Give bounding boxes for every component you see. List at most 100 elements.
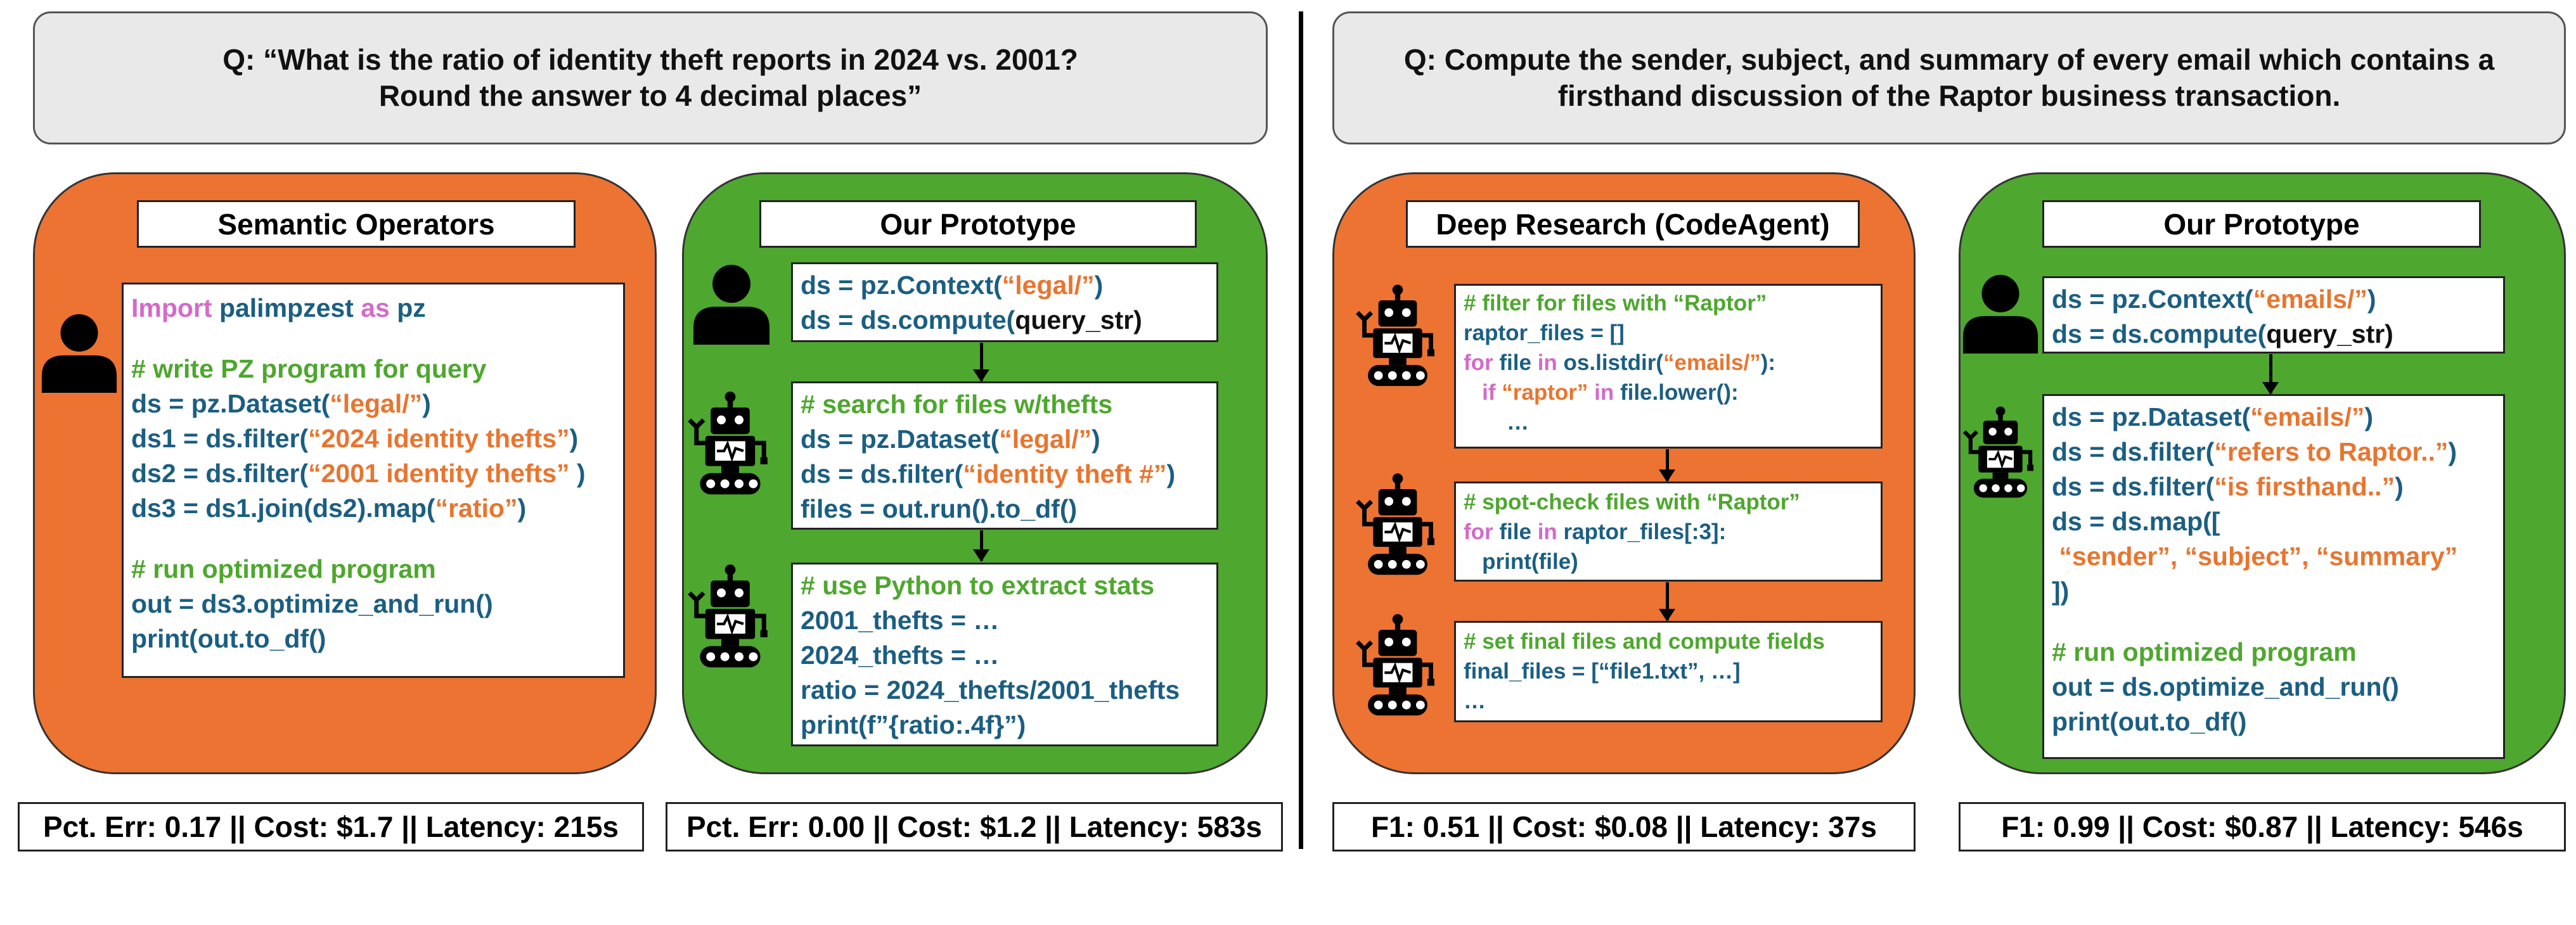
- code-line: ds = ds.filter(“identity theft #”): [801, 457, 1209, 492]
- code-line: [2052, 609, 2496, 635]
- code-token: ): [517, 494, 527, 523]
- flow-arrow: [973, 343, 989, 382]
- code-line: ds = ds.filter(“refers to Raptor..”): [2052, 435, 2496, 469]
- code-token: “2024 identity thefts”: [308, 424, 570, 453]
- left-question-box: Q: “What is the ratio of identity theft …: [33, 11, 1268, 144]
- code-line: ]): [2052, 574, 2496, 609]
- code-line: ratio = 2024_thefts/2001_thefts: [801, 673, 1209, 708]
- code-token: final_files = [“file1.txt”, …]: [1464, 659, 1741, 684]
- code-line: files = out.run().to_df(): [801, 492, 1209, 526]
- code-line: ds = pz.Dataset(“emails/”): [2052, 400, 2496, 435]
- left-agent-code-search: # search for files w/thefts ds = pz.Datas…: [791, 381, 1218, 530]
- code-line: ds = ds.compute(query_str): [801, 303, 1209, 338]
- code-token: ): [2395, 472, 2404, 501]
- code-token: “legal/”: [1001, 271, 1095, 300]
- robot-icon: [1354, 609, 1441, 724]
- code-token: file.lower():: [1614, 380, 1739, 405]
- code-line: print(out.to_df(): [131, 622, 615, 656]
- code-token: ds2 = ds.filter(: [131, 459, 309, 488]
- code-line: for file in raptor_files[:3]:: [1464, 517, 1873, 547]
- code-token: ds = ds.compute(: [801, 305, 1015, 335]
- code-line: print(out.to_df(): [2052, 705, 2496, 739]
- code-token: “legal/”: [999, 424, 1092, 454]
- code-token: ds = pz.Dataset(: [801, 424, 1000, 454]
- code-token: ): [2364, 402, 2373, 431]
- code-token: as: [361, 293, 390, 322]
- code-line: raptor_files = []: [1464, 318, 1873, 348]
- center-divider: [1299, 11, 1303, 849]
- code-token: print(out.to_df(): [131, 624, 326, 653]
- code-line: # write PZ program for query: [131, 352, 615, 386]
- code-token: ratio = 2024_thefts/2001_thefts: [801, 675, 1180, 705]
- right-prototype-metric: F1: 0.99 || Cost: $0.87 || Latency: 546s: [1959, 802, 2566, 852]
- code-line: [131, 326, 615, 352]
- code-token: # run optimized program: [2052, 637, 2357, 667]
- code-line: ds2 = ds.filter(“2001 identity thefts” ): [131, 456, 615, 491]
- robot-icon: [1354, 469, 1441, 583]
- code-token: ds = ds.filter(: [2052, 472, 2215, 501]
- deep-research-code-filter: # filter for files with “Raptor”raptor_f…: [1454, 284, 1883, 449]
- code-token: “refers to Raptor..”: [2214, 437, 2449, 466]
- code-line: out = ds3.optimize_and_run(): [131, 587, 615, 622]
- left-prototype-title: Our Prototype: [759, 200, 1197, 248]
- code-token: file: [1493, 520, 1538, 544]
- code-token: ]): [2052, 577, 2070, 606]
- code-token: in: [1588, 380, 1614, 405]
- code-token: print(file): [1464, 549, 1578, 574]
- code-line: [131, 526, 615, 552]
- code-token: # filter for files with “Raptor”: [1464, 291, 1767, 316]
- left-user-code: ds = pz.Context(“legal/”)ds = ds.compute…: [791, 262, 1218, 342]
- semantic-operators-title: Semantic Operators: [137, 200, 576, 248]
- semantic-operators-code: Import palimpzest as pz# write PZ progra…: [122, 283, 625, 678]
- code-token: # spot-check files with “Raptor”: [1464, 490, 1800, 514]
- code-line: ds = pz.Dataset(“legal/”): [131, 386, 615, 421]
- robot-icon: [686, 392, 775, 498]
- code-token: ds1 = ds.filter(: [131, 424, 309, 453]
- right-question-line-1: Q: Compute the sender, subject, and summ…: [1403, 42, 2495, 76]
- code-token: “emails/”: [1663, 350, 1761, 375]
- code-token: “identity theft #”: [963, 459, 1167, 488]
- deep-research-title: Deep Research (CodeAgent): [1406, 200, 1860, 248]
- code-token: ): [1094, 271, 1104, 300]
- code-token: “emails/”: [2250, 402, 2365, 431]
- code-token: …: [1464, 410, 1530, 435]
- right-question-box: Q: Compute the sender, subject, and summ…: [1332, 11, 2566, 144]
- code-token: …: [1464, 689, 1486, 713]
- code-token: 2001_thefts = …: [801, 606, 1000, 635]
- code-token: for: [1464, 350, 1493, 375]
- code-token: file: [1493, 350, 1538, 375]
- code-token: 2024_thefts = …: [801, 641, 1000, 670]
- code-token: os.listdir(: [1557, 350, 1664, 375]
- code-line: ds = ds.filter(“is firsthand..”): [2052, 469, 2496, 504]
- code-line: ds = ds.compute(query_str): [2052, 317, 2496, 352]
- code-line: # spot-check files with “Raptor”: [1464, 487, 1873, 517]
- code-token: “raptor”: [1502, 380, 1588, 405]
- code-token: “ratio”: [435, 494, 518, 523]
- code-token: # run optimized program: [131, 554, 436, 584]
- code-token: pz: [389, 293, 426, 322]
- flow-arrow: [1659, 582, 1675, 622]
- code-token: print(f”{ratio:.4f}”): [801, 710, 1026, 739]
- code-line: for file in os.listdir(“emails/”):: [1464, 348, 1873, 378]
- code-token: files = out.run().to_df(): [801, 494, 1078, 523]
- code-token: query_str): [2266, 319, 2393, 348]
- code-token: raptor_files[:3]:: [1557, 520, 1727, 544]
- person-icon: [692, 261, 771, 345]
- code-line: # run optimized program: [2052, 635, 2496, 670]
- code-line: …: [1464, 407, 1873, 437]
- code-line: 2001_thefts = …: [801, 603, 1209, 638]
- code-token: in: [1537, 350, 1557, 375]
- code-token: “legal/”: [330, 389, 423, 418]
- code-token: ): [569, 459, 586, 488]
- right-user-code: ds = pz.Context(“emails/”)ds = ds.comput…: [2042, 276, 2505, 354]
- code-token: ds = ds.filter(: [2052, 437, 2215, 466]
- code-token: ds = ds.compute(: [2052, 319, 2267, 348]
- left-prototype-metric: Pct. Err: 0.00 || Cost: $1.2 || Latency:…: [666, 802, 1283, 852]
- robot-icon: [1354, 280, 1441, 394]
- code-token: in: [1537, 520, 1557, 544]
- code-token: ): [1166, 459, 1176, 488]
- code-token: # search for files w/thefts: [801, 390, 1113, 419]
- code-line: ds = pz.Context(“emails/”): [2052, 282, 2496, 317]
- flow-arrow: [1659, 449, 1675, 482]
